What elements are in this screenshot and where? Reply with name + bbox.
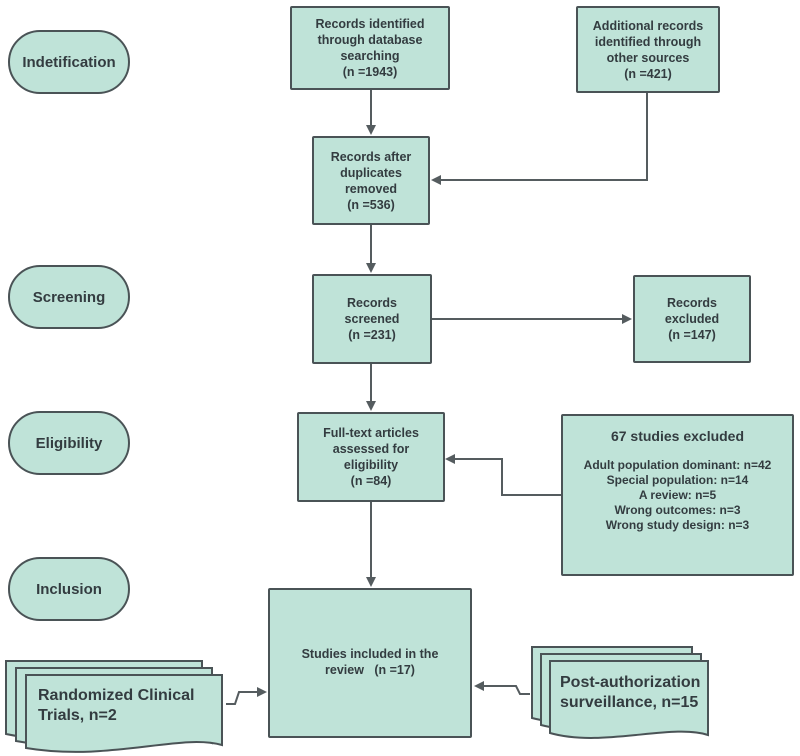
box-line: Records identified (315, 17, 425, 31)
box-line: duplicates (340, 165, 402, 180)
box-line: removed (344, 181, 398, 196)
exclusion-reason: Wrong outcomes: n=3 (614, 503, 741, 517)
box-line: Records after (330, 149, 412, 164)
box-line: (n =231) (348, 328, 396, 342)
box-line: (n =536) (347, 197, 395, 212)
rct-document-label: Randomized Clinical Trials, n=2 (38, 686, 194, 726)
stage-inclusion: Inclusion (8, 557, 130, 621)
box-line: Full-text articles (323, 426, 419, 440)
studies-included-box: Studies included in the review (n =17) (268, 588, 472, 738)
doc-line: Trials, n=2 (38, 707, 117, 724)
exclusion-reason: A review: n=5 (638, 488, 717, 502)
arrow-postauth-to-included (474, 681, 530, 695)
doc-line: Randomized Clinical (38, 687, 195, 704)
exclusion-reason: Special population: n=14 (606, 473, 749, 487)
box-line: other sources (606, 50, 690, 65)
rct-document-sheet-front (25, 674, 223, 753)
box-line: Additional records (592, 18, 704, 33)
box-line: eligibility (343, 458, 399, 472)
box-line: through database (317, 33, 423, 47)
box-line: (n =421) (624, 66, 672, 81)
doc-line: surveillance, n=15 (560, 694, 699, 711)
doc-line: Post-authorization (560, 674, 701, 691)
box-line: assessed for (332, 442, 410, 456)
exclusion-reason: Wrong study design: n=3 (605, 518, 750, 532)
arrow-other-to-dedup (431, 93, 648, 185)
box-line: identified through (594, 34, 702, 49)
box-line: (n =84) (350, 474, 392, 488)
records-excluded-box: Records excluded (n =147) (633, 275, 751, 363)
postauth-document-stack (531, 646, 709, 739)
stage-eligibility: Eligibility (8, 411, 130, 475)
stage-identification: Indetification (8, 30, 130, 94)
box-line: searching (340, 49, 400, 63)
arrow-excluded-studies-to-fulltext (445, 454, 561, 496)
postauth-document-label: Post-authorization surveillance, n=15 (560, 673, 700, 713)
records-after-duplicates-box: Records after duplicates removed (n =536… (312, 136, 430, 225)
exclusion-reason: Adult population dominant: n=42 (583, 458, 772, 472)
box-line: excluded (664, 312, 720, 326)
stage-screening: Screening (8, 265, 130, 329)
full-text-articles-box: Full-text articles assessed for eligibil… (297, 412, 445, 502)
postauth-document-sheet-front (549, 660, 709, 739)
studies-excluded-box: 67 studies excluded Adult population dom… (561, 414, 794, 576)
records-database-search-box: Records identified through database sear… (290, 6, 450, 90)
box-line: Studies included in the (301, 647, 439, 661)
box-line: Records (346, 296, 398, 310)
box-line: Records (666, 296, 718, 310)
rct-document-stack (5, 660, 223, 753)
box-line: review (n =17) (325, 663, 415, 677)
records-screened-box: Records screened (n =231) (312, 274, 432, 364)
box-line: (n =1943) (342, 65, 398, 79)
excluded-studies-title: 67 studies excluded (610, 428, 745, 444)
box-line: (n =147) (668, 328, 716, 342)
arrow-rct-to-included (226, 687, 267, 705)
box-line: screened (344, 312, 400, 326)
additional-records-box: Additional records identified through ot… (576, 6, 720, 93)
